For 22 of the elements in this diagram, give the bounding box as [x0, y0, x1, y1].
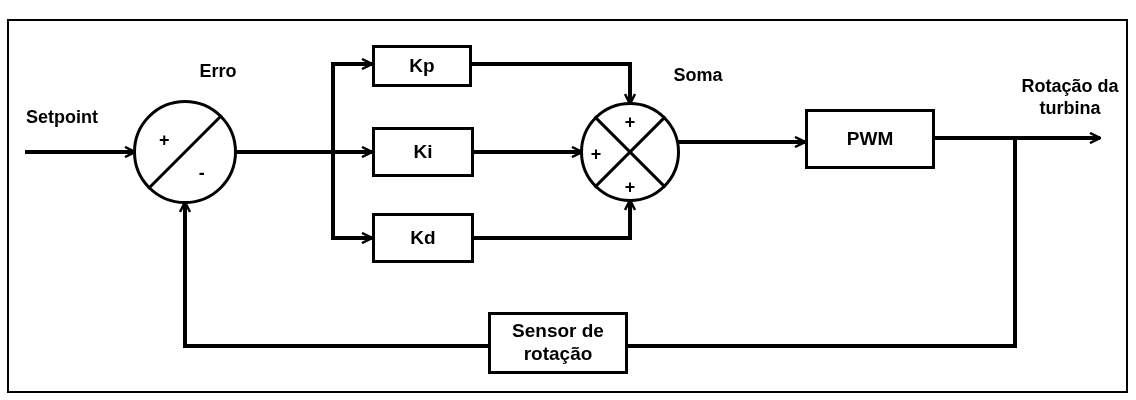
pwm-block — [805, 109, 935, 169]
sign-symbol: - — [198, 163, 205, 182]
signal-label: Rotação da turbina — [1020, 76, 1120, 120]
junction-label: Soma — [673, 65, 723, 87]
block-label: Kd — [410, 226, 436, 250]
sensor-block — [488, 312, 628, 374]
gain-block — [372, 45, 472, 87]
block-label: Kp — [409, 54, 435, 78]
summing-junction — [580, 102, 680, 202]
block-label: Sensor de rotação — [511, 320, 605, 366]
sign-symbol: + — [590, 145, 602, 163]
sign-symbol: + — [158, 130, 170, 149]
junction-label: Erro — [199, 61, 237, 83]
gain-block — [372, 213, 474, 263]
sign-symbol: + — [624, 113, 636, 131]
block-label: Ki — [413, 140, 433, 164]
summing-junction — [133, 100, 237, 204]
sign-symbol: + — [624, 178, 636, 196]
block-label: PWM — [846, 127, 894, 151]
signal-label: Setpoint — [25, 107, 99, 129]
signal-arrow — [235, 150, 374, 245]
gain-block — [372, 127, 474, 177]
